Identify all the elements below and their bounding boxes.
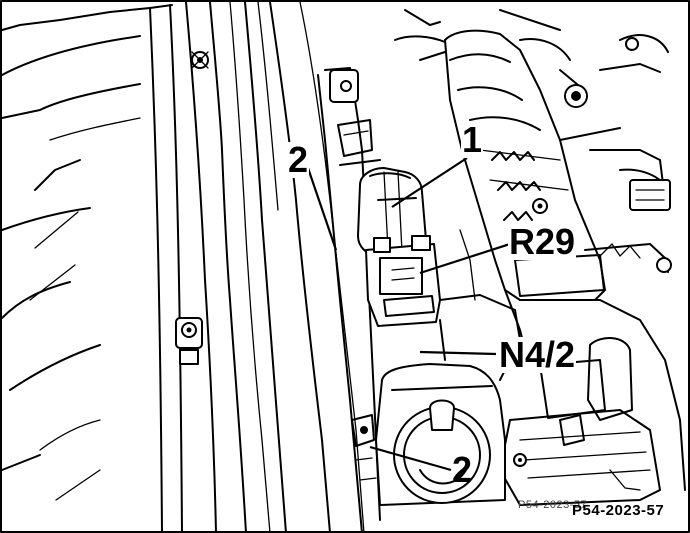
leader-2-upper	[306, 167, 338, 251]
figure-reference-code: P54-2023-57	[572, 502, 665, 519]
callout-1: 1	[461, 119, 484, 160]
leader-r29	[419, 242, 511, 275]
callout-2-upper: 2	[287, 139, 310, 180]
leader-n4-2	[419, 350, 497, 356]
reservoir-with-cap	[375, 363, 506, 506]
upper-right-hardware	[394, 9, 672, 273]
leader-1	[391, 157, 468, 208]
figure-reference-code-overlap: P54-2023-57	[518, 499, 588, 511]
callout-r29: R29	[508, 221, 577, 262]
fender-bolts	[175, 51, 209, 365]
left-fender	[1, 4, 173, 501]
callout-n4-2: N4/2	[498, 334, 577, 375]
leader-2-lower	[369, 445, 452, 472]
component-1-unit	[357, 167, 441, 327]
callout-2-lower: 2	[452, 449, 473, 490]
leader-lines	[306, 157, 511, 472]
